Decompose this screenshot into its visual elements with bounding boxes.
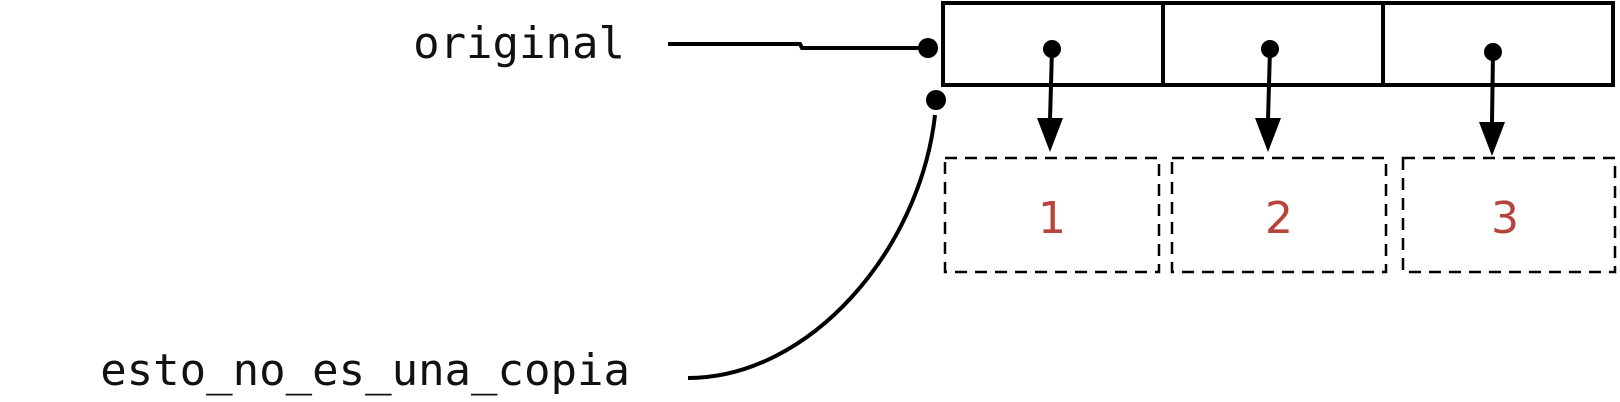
value-label-1: 2: [1265, 193, 1293, 244]
value-box-0: [943, 156, 1161, 274]
pointer-arrowhead-2: [1479, 122, 1505, 156]
slot-pointer-1: [1255, 40, 1281, 152]
pointer-arrowhead-0: [1037, 118, 1063, 152]
variable-label-alias: esto_no_es_una_copia: [100, 345, 630, 396]
reference-dot-original: [918, 38, 938, 58]
value-object-2: 3: [1401, 156, 1617, 274]
slot-pointer-2: [1479, 43, 1505, 156]
list-object: [941, 1, 1615, 87]
value-object-1: 2: [1170, 156, 1388, 274]
value-box-1: [1170, 156, 1388, 274]
value-box-2: [1401, 156, 1617, 274]
reference-curve-alias: [687, 114, 937, 380]
reference-dot-alias: [926, 90, 946, 110]
slot-pointer-0: [1037, 40, 1063, 152]
pointer-line-2: [1490, 51, 1495, 123]
pointer-line-0: [1048, 48, 1054, 121]
value-label-2: 3: [1491, 193, 1519, 244]
reference-line-original: [668, 42, 928, 50]
value-object-0: 1: [943, 156, 1161, 274]
variable-label-original: original: [413, 18, 625, 69]
list-slot-2: [1381, 1, 1615, 87]
pointer-arrowhead-1: [1255, 118, 1281, 152]
pointer-line-1: [1266, 48, 1272, 121]
value-label-0: 1: [1038, 193, 1066, 244]
